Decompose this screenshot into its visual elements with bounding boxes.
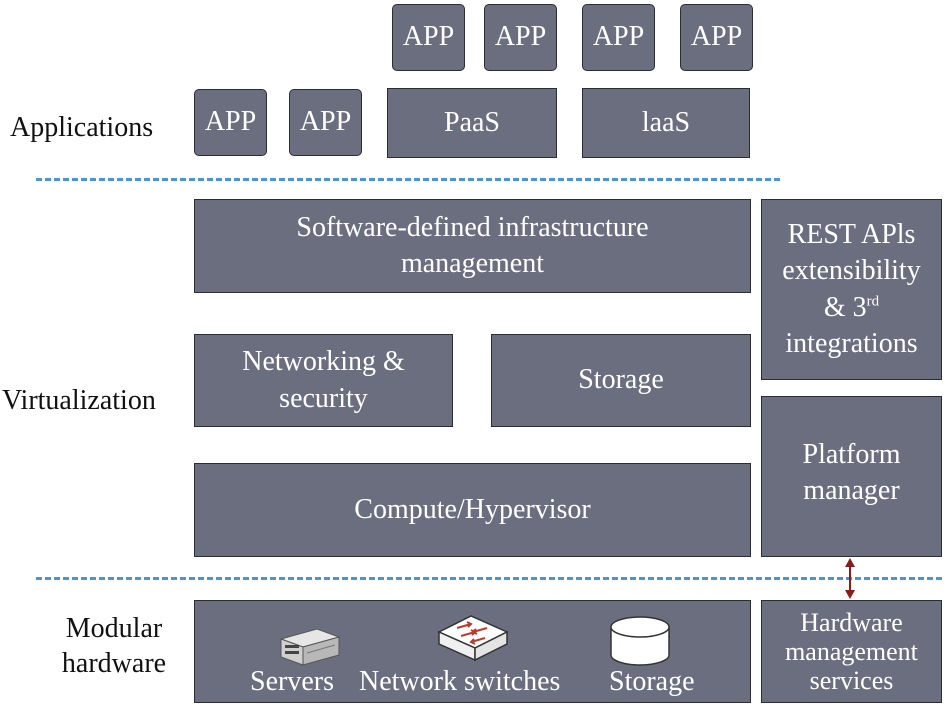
storage-box: Storage (491, 334, 751, 427)
paas-box: PaaS (387, 88, 557, 158)
sdi-management-box: Software-defined infrastructure manageme… (194, 199, 751, 293)
rest-superscript: rd (866, 293, 880, 310)
network-switch-icon (437, 615, 509, 662)
layer-label-hardware: hardware (61, 648, 167, 679)
layer-divider-applications (36, 178, 780, 181)
platform-line-2: manager (803, 475, 900, 507)
iaas-box: laaS (582, 88, 750, 158)
storage-cylinder-icon (610, 616, 670, 666)
layer-label-virtualization: Virtualization (2, 385, 156, 416)
app-box: APP (680, 4, 753, 71)
networking-security-box: Networking & security (194, 334, 453, 427)
platform-line-1: Platform (802, 439, 901, 470)
app-box: APP (582, 4, 655, 71)
network-switches-label: Network switches (359, 666, 561, 697)
rest-apis-box: REST APls extensibility & 3rd integratio… (761, 199, 942, 380)
rest-line-3-text: & 3 (823, 291, 867, 323)
rest-line-4: integrations (785, 327, 918, 359)
servers-label: Servers (250, 666, 334, 697)
sdi-line-1: Software-defined infrastructure (296, 211, 649, 243)
layer-label-modular-hardware: Modular hardware (54, 611, 174, 681)
hw-mgmt-line-3: services (809, 666, 894, 696)
networking-line-2: security (279, 382, 368, 414)
platform-manager-box: Platform manager (761, 396, 942, 557)
compute-hypervisor-box: Compute/Hypervisor (194, 463, 751, 557)
app-box: APP (289, 89, 362, 156)
hardware-storage-label: Storage (609, 666, 695, 697)
double-arrow-icon (845, 558, 855, 599)
rest-line-3: & 3rd (824, 290, 879, 326)
rest-line-1: REST APls (787, 218, 916, 250)
layer-label-modular: Modular (65, 613, 163, 644)
hw-mgmt-line-2: management (785, 636, 918, 666)
app-box: APP (392, 4, 465, 71)
app-box: APP (194, 89, 267, 156)
networking-line-1: Networking & (242, 346, 405, 378)
sdi-line-2: management (400, 248, 545, 279)
layer-divider-virtualization (36, 577, 942, 580)
app-box: APP (484, 4, 557, 71)
rest-line-2: extensibility (782, 255, 921, 287)
layer-label-applications: Applications (10, 112, 154, 143)
hw-mgmt-line-1: Hardware (800, 607, 903, 637)
hardware-management-box: Hardware management services (761, 600, 942, 703)
server-icon (279, 628, 341, 666)
